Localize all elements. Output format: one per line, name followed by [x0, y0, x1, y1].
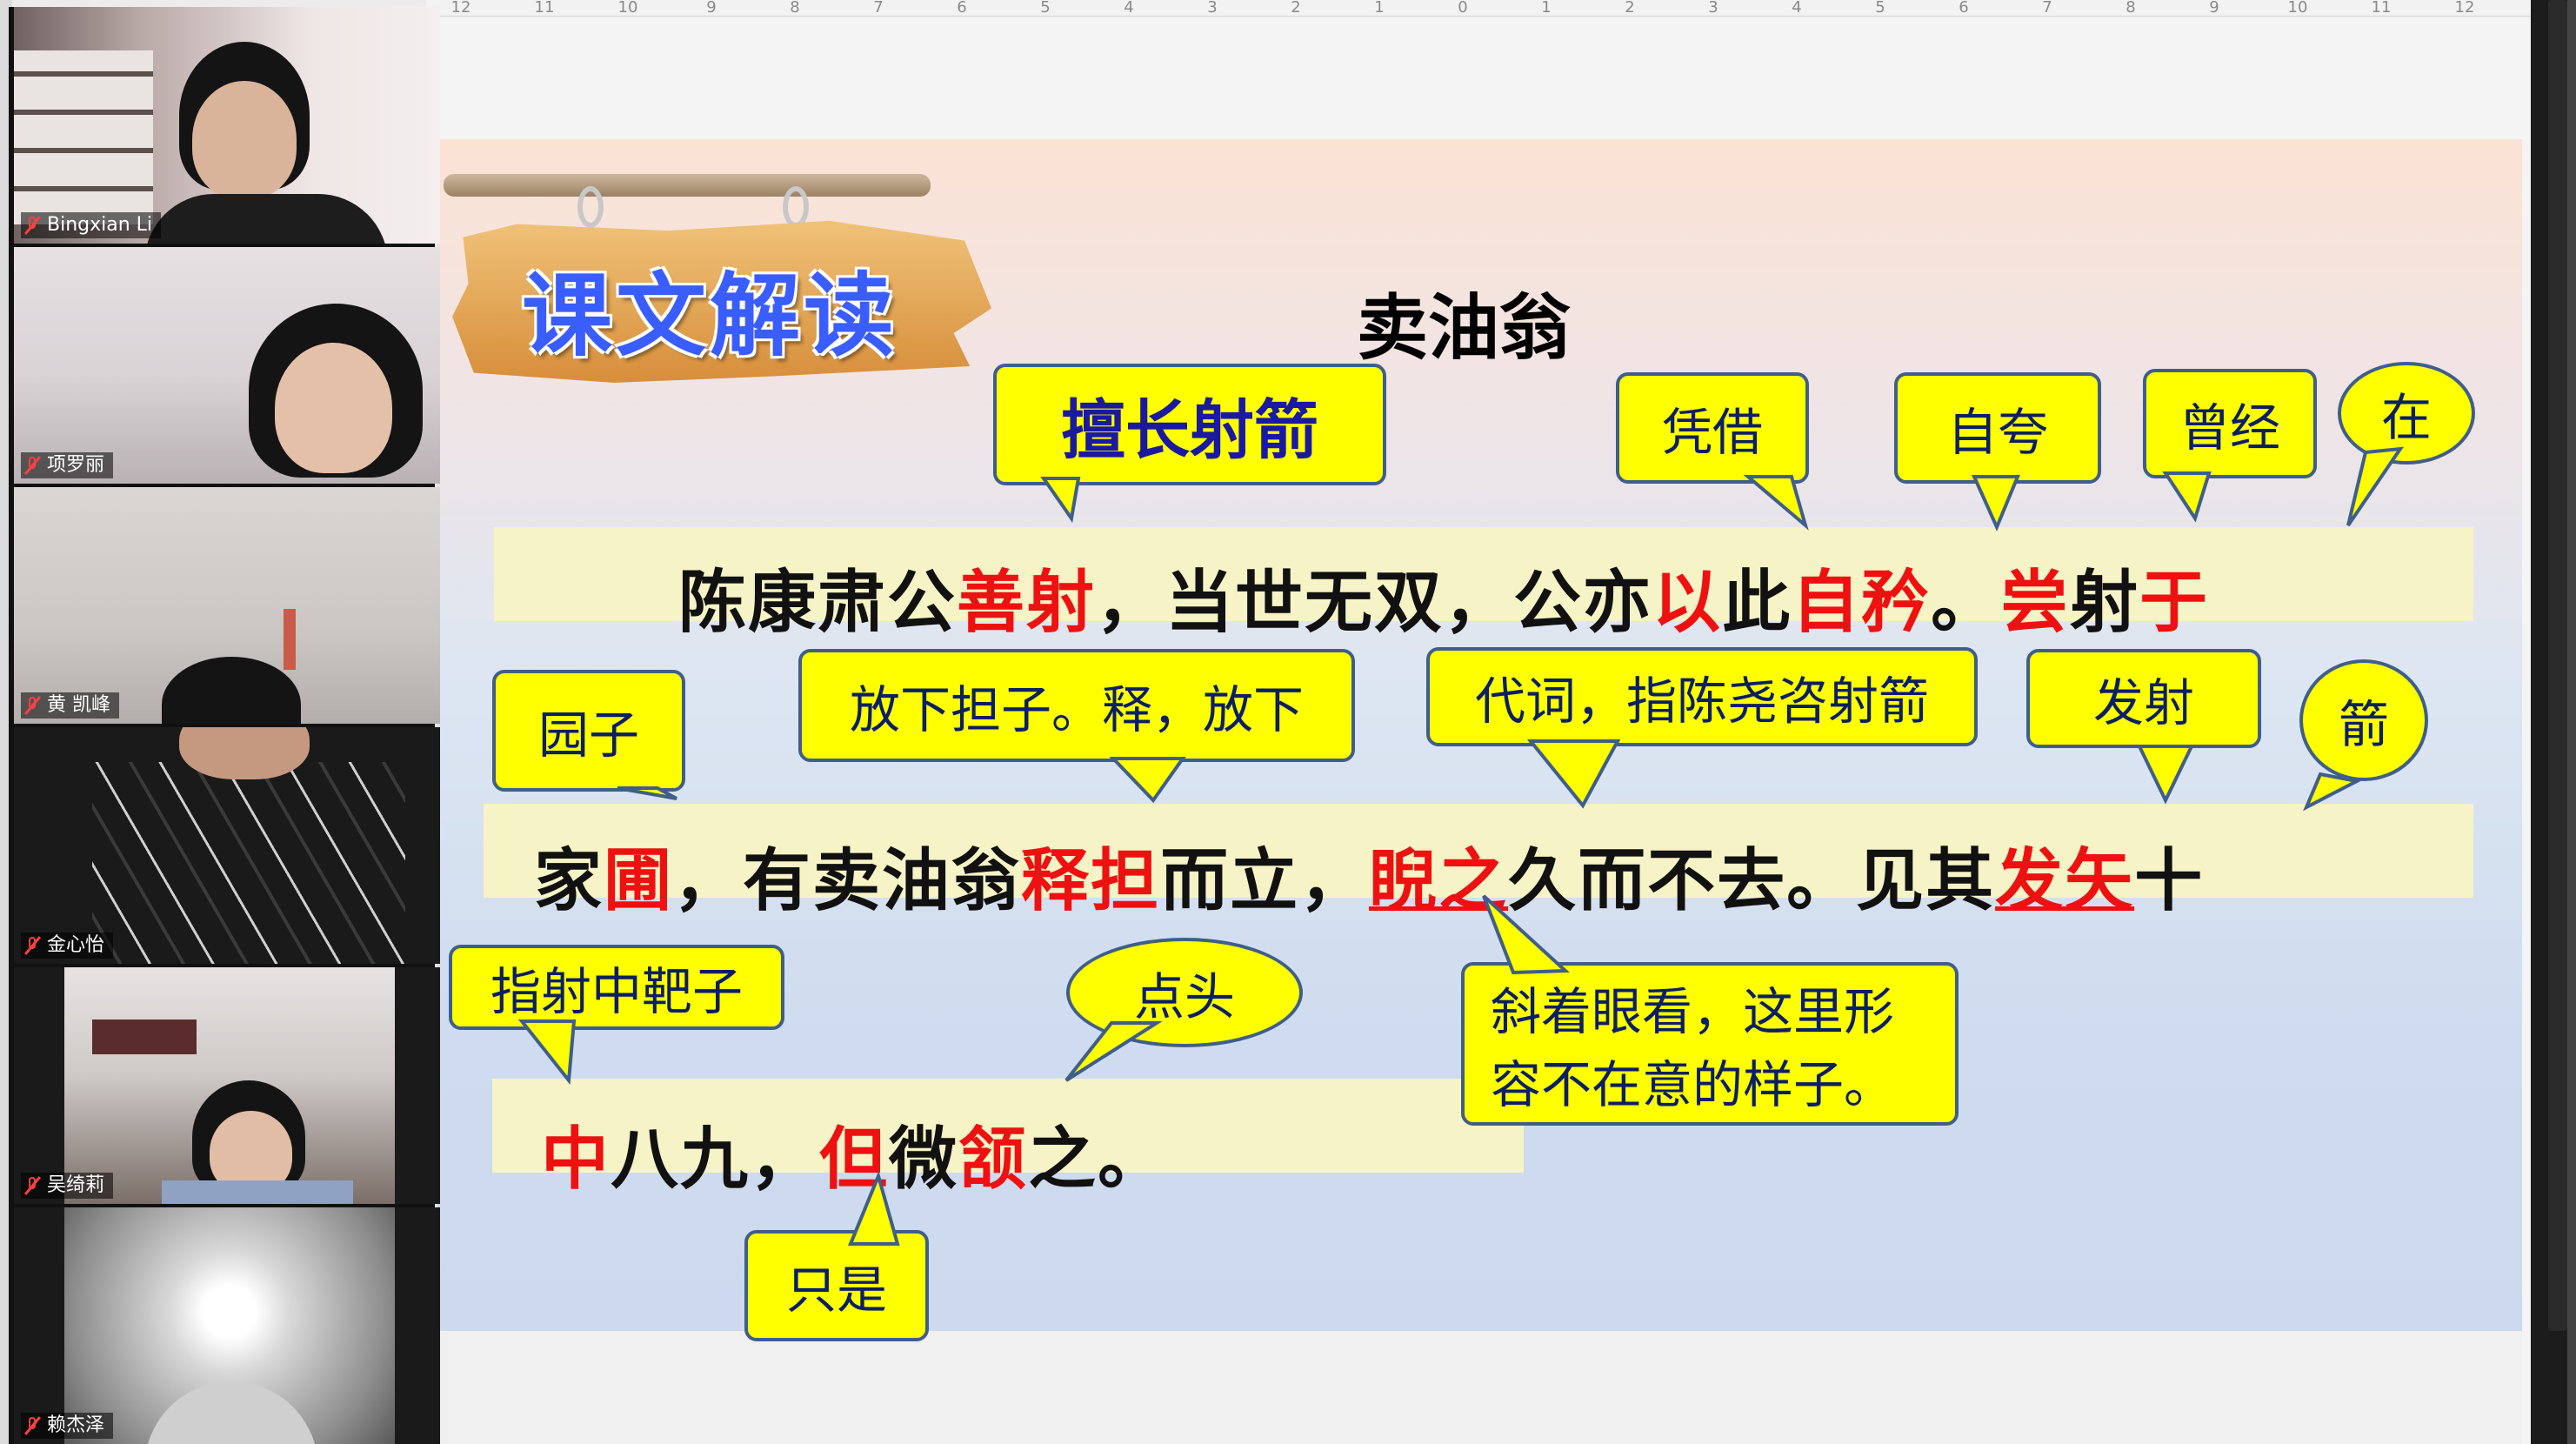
participant-nameplate: 黄 凯峰: [21, 692, 119, 719]
callout-yuanzi: 园子: [492, 670, 685, 792]
callout-tail: [517, 1019, 577, 1086]
wooden-sign: [452, 220, 991, 383]
callout-tail: [1064, 1021, 1163, 1082]
sign-stick: [444, 174, 931, 197]
ruler-tick: 6: [957, 0, 967, 17]
ruler-tick: 2: [1625, 0, 1635, 17]
participant-nameplate: 赖杰泽: [21, 1413, 114, 1439]
callout-tail: [848, 1170, 900, 1246]
ruler-tick: 4: [1124, 0, 1134, 17]
ruler-tick: 12: [450, 0, 471, 17]
participant-name: 项罗丽: [47, 454, 105, 476]
participant-tile[interactable]: Bingxian Li: [14, 7, 440, 244]
ruler-tick: 2: [1291, 0, 1301, 17]
ruler-tick: 11: [2371, 0, 2392, 17]
callout-fangxia: 放下担子。释，放下: [798, 649, 1355, 762]
callout-line: 容不在意的样子。: [1491, 1055, 1895, 1114]
callout-tail: [2303, 772, 2363, 812]
lesson-title: 卖油翁: [1357, 287, 1572, 370]
callout-fashe: 发射: [2026, 649, 2261, 748]
ruler-tick: 1: [1374, 0, 1385, 17]
callout-jian: 箭: [2299, 659, 2428, 781]
text-strip: [492, 1079, 1524, 1173]
participant-name: 金心怡: [47, 934, 105, 956]
participant-tile[interactable]: 项罗丽: [14, 247, 440, 484]
participant-nameplate: 吴绮莉: [21, 1173, 114, 1199]
text-strip: [494, 527, 2473, 621]
mic-muted-icon: [24, 216, 40, 235]
callout-zai: 在: [2338, 362, 2475, 465]
ruler-tick: 6: [1959, 0, 1969, 17]
sign-ring: [577, 186, 604, 228]
ruler-tick: 0: [1458, 0, 1468, 17]
callout-line: 斜着眼看，这里形: [1491, 982, 1895, 1041]
text-strip: [484, 804, 2473, 898]
callout-tail: [2162, 471, 2212, 523]
callout-tail: [1040, 477, 1081, 524]
participant-name: 黄 凯峰: [47, 694, 110, 716]
slide-footer-area: [437, 1331, 2522, 1444]
ruler-tick: 10: [2287, 0, 2308, 17]
callout-tail: [1482, 894, 1570, 975]
participant-name: 吴绮莉: [47, 1174, 105, 1196]
ruler-tick: 9: [706, 0, 717, 17]
participant-tile[interactable]: 黄 凯峰: [14, 487, 440, 724]
callout-zhishi: 只是: [744, 1230, 929, 1341]
mic-muted-icon: [24, 456, 40, 475]
text-line-2: 家圃，有卖油翁释担而立，睨之久而不去。见其发矢十: [534, 842, 2205, 920]
ruler-tick: 4: [1792, 0, 1802, 17]
participant-tile[interactable]: 吴绮莉: [14, 967, 440, 1204]
mic-muted-icon: [24, 1416, 40, 1435]
callout-tail: [1109, 757, 1186, 804]
callout-zhishe: 指射中靶子: [449, 945, 784, 1030]
video-strip: Bingxian Li 项罗丽 黄 凯峰 金心怡: [9, 7, 440, 1444]
callout-tail: [2346, 446, 2405, 527]
callout-shanchang: 擅长射箭: [993, 364, 1386, 485]
mic-muted-icon: [24, 1176, 40, 1195]
participant-nameplate: Bingxian Li: [21, 212, 162, 238]
callout-tail: [1743, 475, 1809, 531]
ruler-tick: 7: [2042, 0, 2052, 17]
ruler-tick: 8: [790, 0, 800, 17]
ruler-tick: 3: [1708, 0, 1718, 17]
callout-tail: [617, 786, 677, 800]
ruler-tick: 7: [873, 0, 884, 17]
participant-tile[interactable]: 金心怡: [14, 727, 440, 964]
ruler-tick: 5: [1875, 0, 1885, 17]
participant-name: Bingxian Li: [47, 214, 153, 236]
callout-tail: [1526, 739, 1621, 809]
vertical-scrollbar[interactable]: [2548, 0, 2567, 1331]
callout-tail: [2136, 745, 2195, 805]
callout-zikua: 自夸: [1894, 372, 2101, 484]
participant-nameplate: 金心怡: [21, 933, 114, 959]
participant-name: 赖杰泽: [47, 1414, 105, 1436]
ruler-tick: 1: [1541, 0, 1552, 17]
ruler-tick: 8: [2126, 0, 2136, 17]
ruler-tick: 12: [2454, 0, 2475, 17]
participant-nameplate: 项罗丽: [21, 452, 114, 478]
mic-muted-icon: [24, 696, 40, 715]
callout-cengjing: 曾经: [2143, 369, 2317, 478]
ruler-tick: 9: [2209, 0, 2219, 17]
callout-pingjie: 凭借: [1616, 372, 1809, 484]
callout-tail: [1971, 475, 2020, 532]
callout-diantou: 点头: [1066, 938, 1303, 1047]
ruler-tick: 11: [534, 0, 555, 17]
ruler-tick: 10: [617, 0, 638, 17]
participant-tile[interactable]: 赖杰泽: [14, 1207, 440, 1444]
callout-xiezhe: 斜着眼看，这里形 容不在意的样子。: [1461, 962, 1959, 1126]
section-title: 课文解读: [522, 263, 898, 369]
window-edge: [2567, 0, 2576, 1444]
text-line-1: 陈康肃公善射，当世无双，公亦以此自矜。尝射于: [678, 564, 2210, 642]
callout-daici: 代词，指陈尧咨射箭: [1426, 647, 1978, 746]
mic-muted-icon: [24, 936, 40, 955]
ruler-tick: 3: [1207, 0, 1218, 17]
ruler-tick: 5: [1040, 0, 1051, 17]
